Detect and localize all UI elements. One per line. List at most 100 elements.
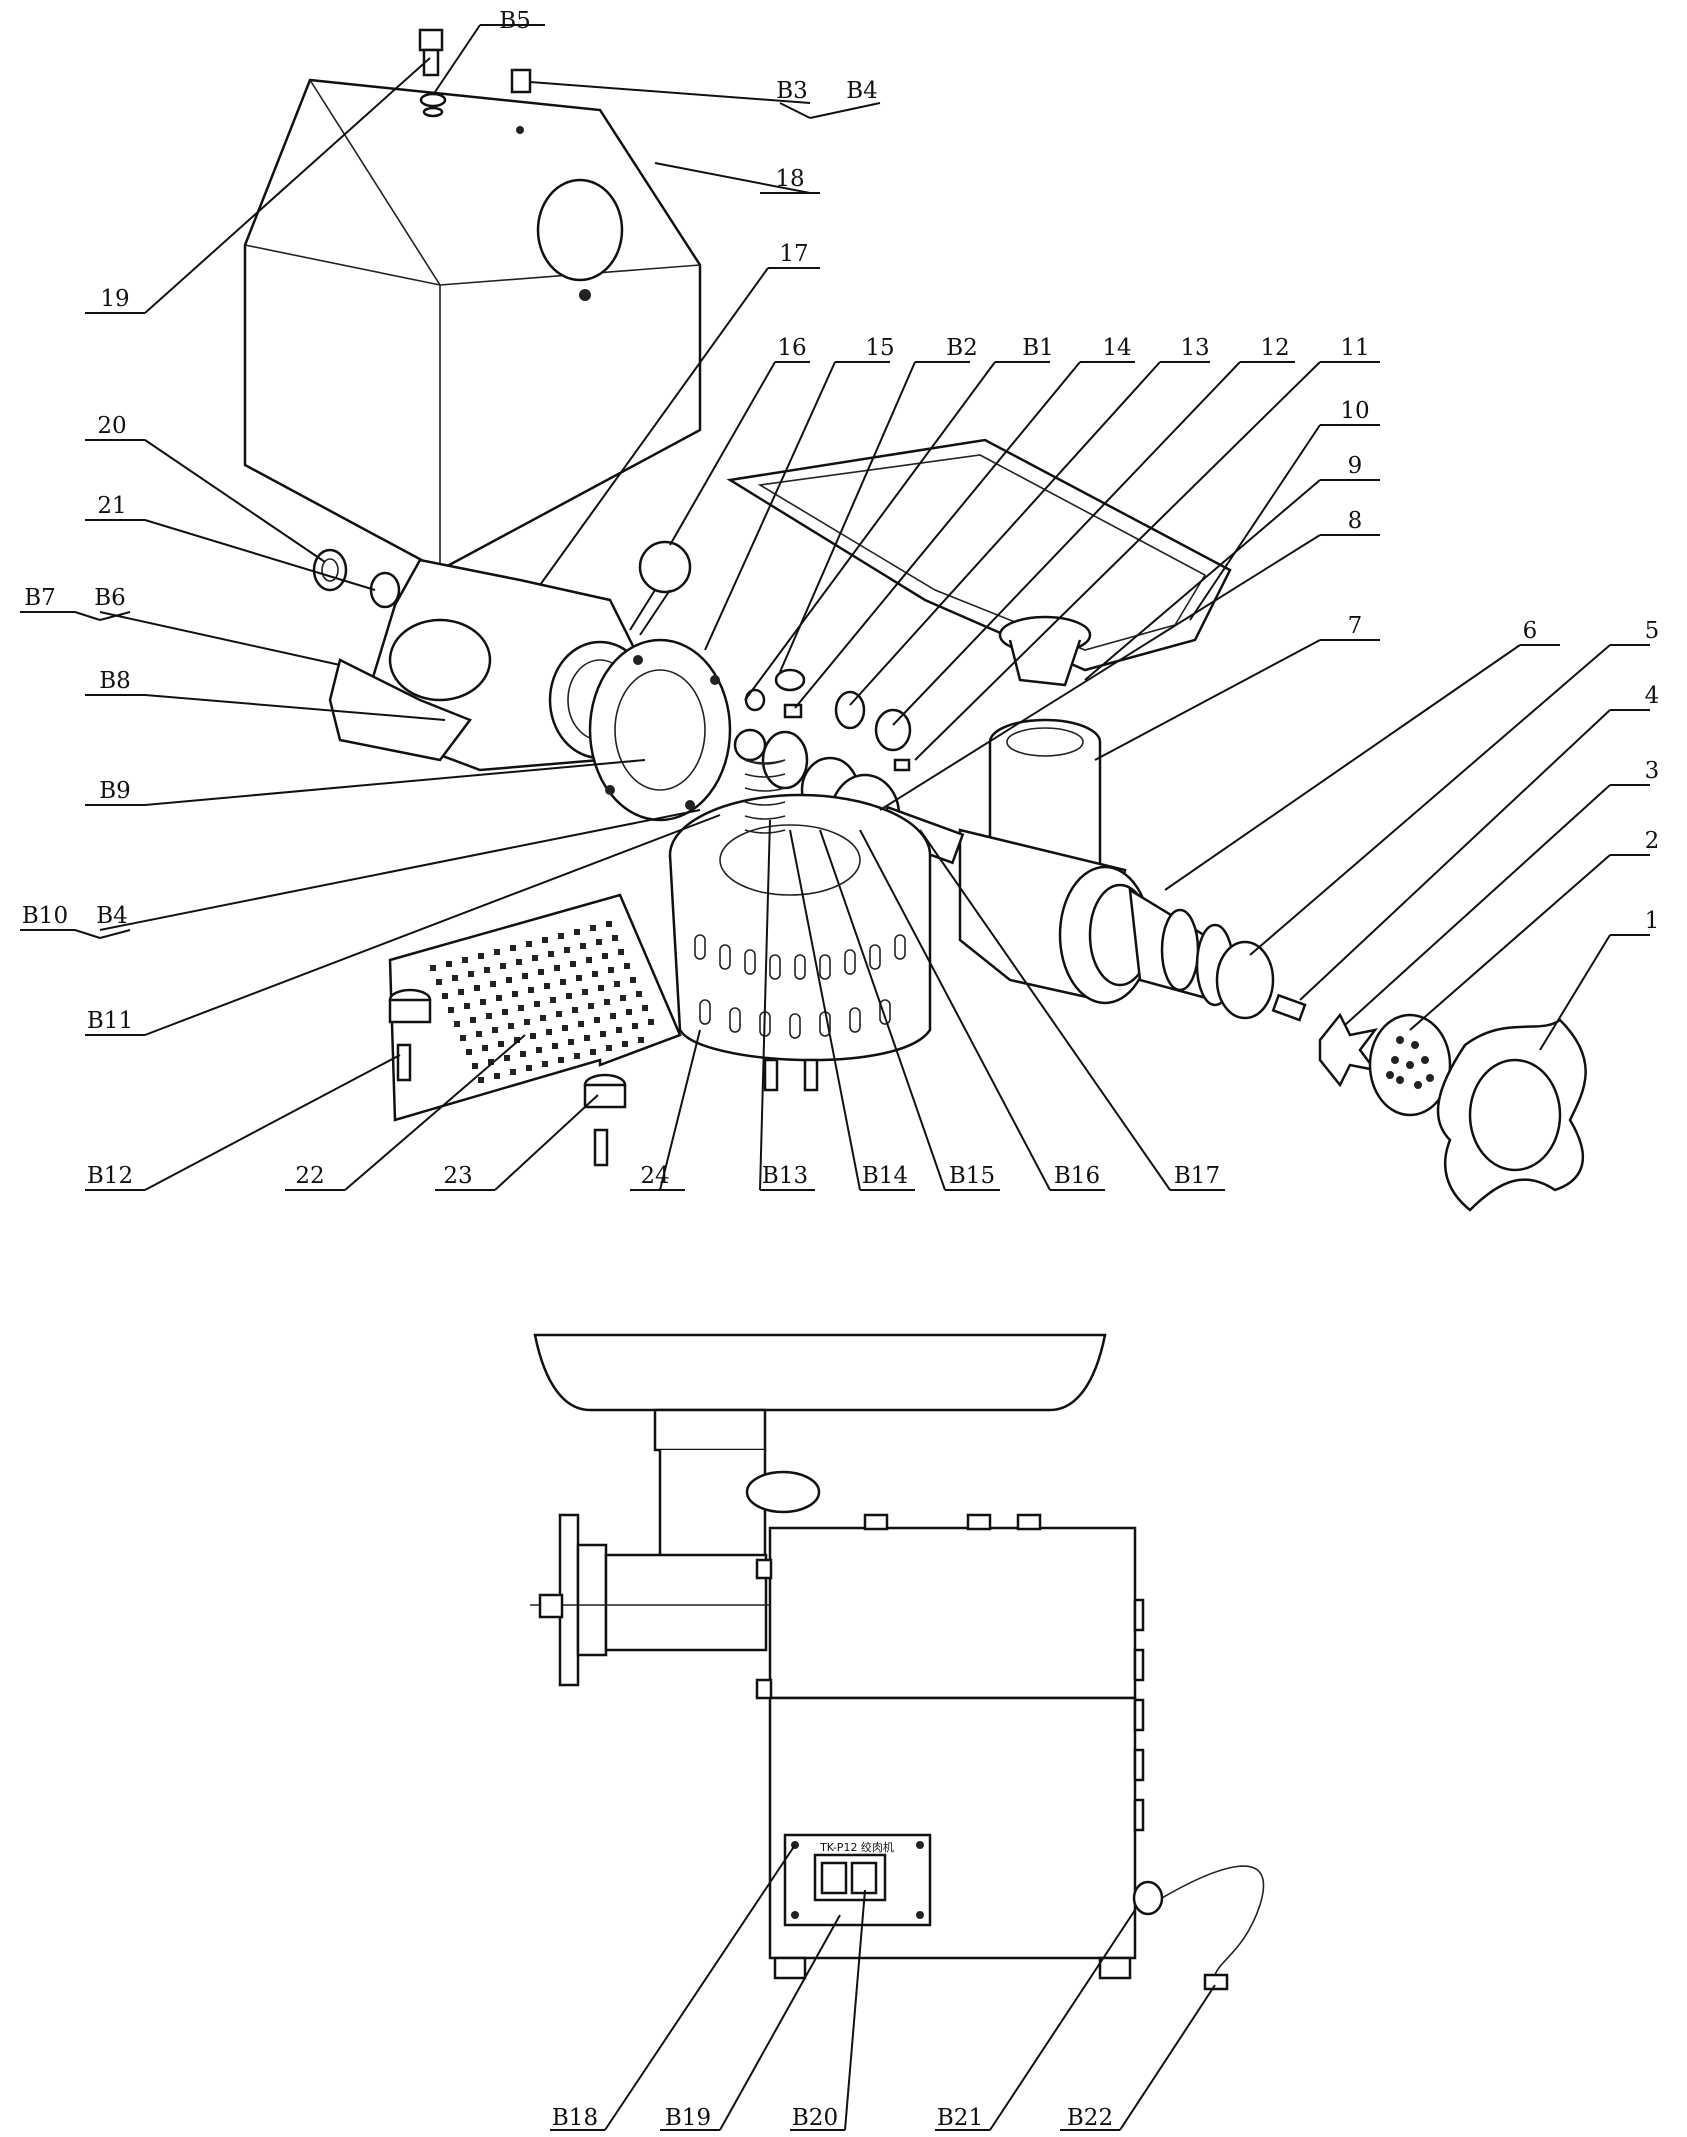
plate-hole	[452, 975, 458, 981]
plate-hole	[578, 1021, 584, 1027]
callout-2: 2	[1645, 828, 1660, 854]
plate-hole	[480, 999, 486, 1005]
plate-hole	[470, 1017, 476, 1023]
plate-hole	[528, 987, 534, 993]
plate-hole	[574, 929, 580, 935]
plate-hole	[606, 1045, 612, 1051]
callout-22: 22	[295, 1163, 324, 1189]
plate-hole	[568, 1039, 574, 1045]
plate-hole	[598, 985, 604, 991]
plate-hole	[630, 977, 636, 983]
plate-hole	[540, 1015, 546, 1021]
plate-hole	[498, 1041, 504, 1047]
plate-hole	[458, 989, 464, 995]
plate-hole	[464, 1003, 470, 1009]
plate-hole	[502, 1009, 508, 1015]
plate-hole	[556, 1011, 562, 1017]
plate-hole	[514, 1037, 520, 1043]
plate-hole	[592, 971, 598, 977]
plate-hole	[518, 1005, 524, 1011]
callout-B10: B10	[22, 903, 68, 929]
plate-hole	[478, 953, 484, 959]
plate-hole	[596, 939, 602, 945]
plate-hole	[632, 1023, 638, 1029]
plate-hole	[510, 1069, 516, 1075]
callout-B19: B19	[665, 2105, 711, 2131]
plate-hole	[494, 1073, 500, 1079]
plate-hole	[486, 1013, 492, 1019]
plate-hole	[552, 1043, 558, 1049]
plate-hole	[520, 1051, 526, 1057]
plate-hole	[610, 1013, 616, 1019]
plate-hole	[512, 991, 518, 997]
flange-plate	[588, 638, 732, 822]
perforated-base-plate	[388, 893, 682, 1122]
plate-hole	[602, 953, 608, 959]
callout-B4: B4	[846, 78, 878, 104]
plate-hole	[532, 955, 538, 961]
plate-hole	[448, 1007, 454, 1013]
plate-hole	[574, 1053, 580, 1059]
callout-17: 17	[779, 241, 808, 267]
plate-hole	[560, 979, 566, 985]
callout-B7: B7	[24, 585, 56, 611]
plate-hole	[538, 969, 544, 975]
plate-hole	[516, 959, 522, 965]
plate-hole	[474, 985, 480, 991]
leader-lines	[20, 24, 1650, 2131]
callout-11: 11	[1340, 335, 1369, 361]
plate-hole	[506, 977, 512, 983]
callout-B8: B8	[99, 668, 131, 694]
plate-hole	[580, 943, 586, 949]
motor-housing-cover	[243, 78, 702, 572]
plate-hole	[488, 1059, 494, 1065]
plate-hole	[454, 1021, 460, 1027]
plate-hole	[624, 963, 630, 969]
callout-B17: B17	[1174, 1163, 1220, 1189]
plate-hole	[490, 981, 496, 987]
knob-and-oring	[312, 548, 401, 609]
plate-hole	[608, 967, 614, 973]
ring-nut	[1436, 1018, 1587, 1212]
plate-hole	[612, 935, 618, 941]
plate-hole	[648, 1019, 654, 1025]
plate-hole	[442, 993, 448, 999]
plate-hole	[430, 965, 436, 971]
callout-20: 20	[97, 413, 126, 439]
plate-hole	[576, 975, 582, 981]
callout-B5: B5	[499, 8, 531, 34]
plate-hole	[472, 1063, 478, 1069]
callout-B15: B15	[949, 1163, 995, 1189]
callout-21: 21	[97, 493, 126, 519]
plate-hole	[616, 1027, 622, 1033]
plate-hole	[572, 1007, 578, 1013]
plate-hole	[626, 1009, 632, 1015]
plate-hole	[582, 989, 588, 995]
plate-hole	[636, 991, 642, 997]
plate-hole	[504, 1055, 510, 1061]
lever-ball	[629, 540, 692, 636]
plate-hole	[542, 1061, 548, 1067]
plate-hole	[586, 957, 592, 963]
plate-hole	[548, 951, 554, 957]
plate-hole	[638, 1037, 644, 1043]
callout-B21: B21	[937, 2105, 983, 2131]
plate-hole	[564, 947, 570, 953]
callout-23: 23	[443, 1163, 472, 1189]
plate-hole	[482, 1045, 488, 1051]
callout-1: 1	[1645, 908, 1660, 934]
plate-hole	[496, 995, 502, 1001]
callout-B2: B2	[946, 335, 978, 361]
plate-hole	[618, 949, 624, 955]
mincing-plate	[1368, 1013, 1452, 1117]
plate-hole	[570, 961, 576, 967]
switch-plate-label: TK-P12 绞肉机	[819, 1840, 894, 1854]
plate-hole	[600, 1031, 606, 1037]
plate-hole	[468, 971, 474, 977]
plate-hole	[460, 1035, 466, 1041]
callout-labels: B5 B3 B4 18 19 17 16 15 B2 B1 14 13 12 1…	[22, 8, 1659, 2131]
plate-hole	[544, 983, 550, 989]
plate-hole	[436, 979, 442, 985]
plate-hole	[492, 1027, 498, 1033]
plate-hole	[526, 1065, 532, 1071]
